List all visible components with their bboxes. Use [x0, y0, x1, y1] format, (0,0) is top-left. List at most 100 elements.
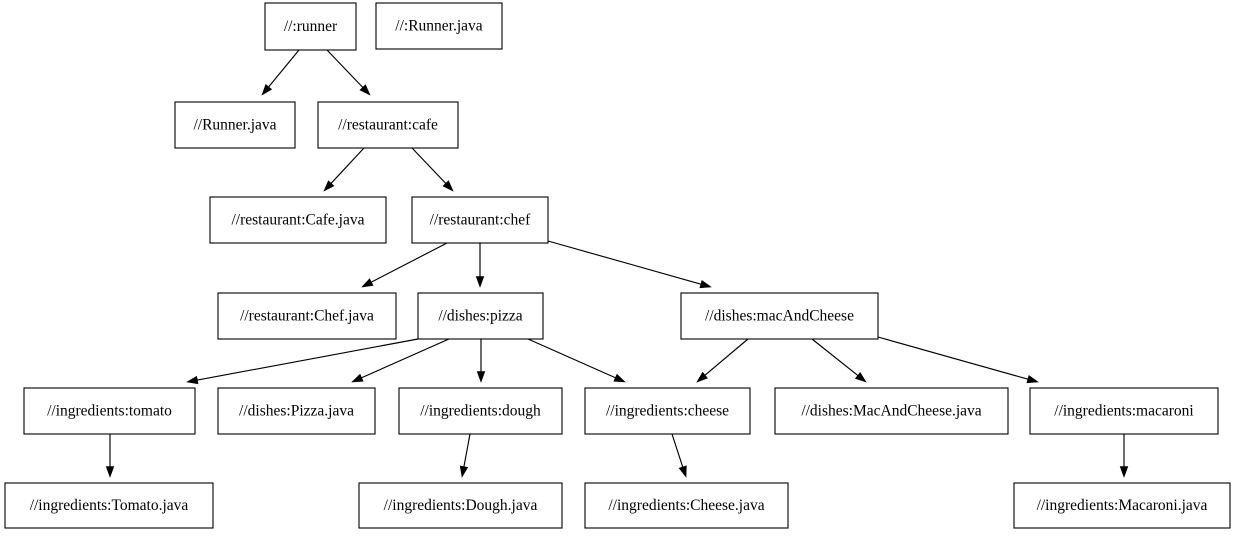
- node-box[interactable]: [584, 482, 789, 529]
- edge-arrowhead-icon: [613, 373, 626, 383]
- edge-arrowhead-icon: [459, 465, 469, 478]
- node-box[interactable]: [217, 387, 376, 435]
- graph-edge: [459, 433, 471, 478]
- graph-edge: [351, 338, 450, 383]
- edge-line: [371, 242, 448, 283]
- node-box[interactable]: [23, 387, 196, 435]
- node-label: //ingredients:Tomato.java: [30, 497, 189, 514]
- edge-line: [330, 147, 365, 184]
- node-label: //ingredients:Macaroni.java: [1037, 497, 1208, 514]
- graph-node-runner_java_root[interactable]: //:Runner.java: [375, 2, 503, 50]
- graph-node-restaurant_chef[interactable]: //restaurant:chef: [411, 196, 549, 244]
- edge-arrowhead-icon: [186, 375, 199, 385]
- graph-edge: [361, 242, 448, 288]
- node-box[interactable]: [209, 196, 387, 244]
- edge-arrowhead-icon: [476, 371, 486, 383]
- edge-line: [268, 49, 300, 88]
- graph-edge: [186, 338, 419, 385]
- node-label: //restaurant:cafe: [338, 117, 438, 134]
- graph-node-restaurant_cafe_java[interactable]: //restaurant:Cafe.java: [209, 196, 387, 244]
- node-label: //Runner.java: [193, 117, 276, 134]
- edge-arrowhead-icon: [361, 278, 374, 288]
- node-label: //restaurant:Cafe.java: [232, 212, 365, 229]
- node-box[interactable]: [584, 387, 751, 435]
- edge-arrowhead-icon: [442, 180, 454, 192]
- graph-node-ing_dough_java[interactable]: //ingredients:Dough.java: [358, 482, 563, 529]
- node-box[interactable]: [174, 101, 296, 149]
- node-box[interactable]: [680, 292, 879, 340]
- node-box[interactable]: [375, 2, 503, 50]
- graph-node-ing_cheese[interactable]: //ingredients:cheese: [584, 387, 751, 435]
- edge-arrowhead-icon: [261, 83, 273, 96]
- node-box[interactable]: [1013, 482, 1231, 529]
- node-box[interactable]: [4, 482, 214, 529]
- graph-node-ing_tomato_java[interactable]: //ingredients:Tomato.java: [4, 482, 214, 529]
- graph-edge: [547, 240, 712, 289]
- edge-line: [411, 147, 447, 184]
- graph-edge: [696, 338, 749, 383]
- edge-line: [463, 433, 471, 467]
- graph-node-dishes_mac_java[interactable]: //dishes:MacAndCheese.java: [774, 387, 1009, 435]
- graph-node-restaurant_chef_java[interactable]: //restaurant:Chef.java: [217, 292, 397, 340]
- node-label: //ingredients:Dough.java: [384, 497, 538, 514]
- edge-line: [704, 338, 749, 376]
- node-box[interactable]: [217, 292, 397, 340]
- edge-arrowhead-icon: [105, 466, 115, 478]
- graph-edge: [105, 434, 115, 478]
- graph-edge: [326, 49, 371, 96]
- node-box[interactable]: [264, 2, 357, 51]
- node-label: //ingredients:Cheese.java: [608, 497, 764, 514]
- node-label: //ingredients:macaroni: [1054, 403, 1194, 420]
- node-box[interactable]: [317, 101, 459, 149]
- graph-node-ing_dough[interactable]: //ingredients:dough: [398, 387, 563, 435]
- edge-arrowhead-icon: [696, 371, 708, 383]
- graph-node-dishes_pizza[interactable]: //dishes:pizza: [417, 292, 544, 340]
- edge-layer: [105, 49, 1129, 478]
- graph-node-restaurant_cafe[interactable]: //restaurant:cafe: [317, 101, 459, 149]
- graph-node-ing_cheese_java[interactable]: //ingredients:Cheese.java: [584, 482, 789, 529]
- graph-edge: [475, 243, 485, 288]
- graph-edge: [527, 338, 626, 383]
- edge-arrowhead-icon: [1026, 375, 1039, 384]
- node-label: //:Runner.java: [395, 18, 483, 35]
- node-box[interactable]: [417, 292, 544, 340]
- edge-line: [877, 336, 1029, 380]
- edge-arrowhead-icon: [699, 279, 712, 289]
- node-label: //ingredients:cheese: [606, 403, 729, 420]
- edge-arrowhead-icon: [678, 465, 687, 478]
- edge-line: [811, 338, 859, 376]
- edge-arrowhead-icon: [323, 180, 335, 192]
- graph-node-runner_java[interactable]: //Runner.java: [174, 101, 296, 149]
- node-box[interactable]: [358, 482, 563, 529]
- edge-line: [671, 433, 684, 468]
- graph-edge: [411, 147, 454, 192]
- edge-line: [547, 240, 702, 285]
- edge-arrowhead-icon: [854, 371, 867, 383]
- node-layer: //:runner //:Runner.java //Runner.java //re…: [4, 2, 1231, 529]
- edge-line: [361, 338, 450, 379]
- graph-edge: [811, 338, 867, 383]
- graph-edge: [476, 339, 486, 383]
- edge-line: [326, 49, 364, 88]
- graph-edge: [877, 336, 1039, 384]
- node-box[interactable]: [1029, 387, 1219, 435]
- graph-node-runner[interactable]: //:runner: [264, 2, 357, 51]
- edge-line: [197, 338, 419, 381]
- node-box[interactable]: [398, 387, 563, 435]
- edge-arrowhead-icon: [359, 84, 371, 96]
- graph-node-ing_macaroni[interactable]: //ingredients:macaroni: [1029, 387, 1219, 435]
- node-label: //restaurant:Chef.java: [240, 308, 374, 325]
- node-box[interactable]: [774, 387, 1009, 435]
- edge-arrowhead-icon: [475, 276, 485, 288]
- graph-node-dishes_macandcheese[interactable]: //dishes:macAndCheese: [680, 292, 879, 340]
- node-box[interactable]: [411, 196, 549, 244]
- graph-node-ing_tomato[interactable]: //ingredients:tomato: [23, 387, 196, 435]
- graph-node-ing_macaroni_java[interactable]: //ingredients:Macaroni.java: [1013, 482, 1231, 529]
- node-label: //restaurant:chef: [430, 212, 532, 229]
- graph-node-dishes_pizza_java[interactable]: //dishes:Pizza.java: [217, 387, 376, 435]
- node-label: //:runner: [284, 18, 338, 35]
- edge-arrowhead-icon: [1119, 466, 1129, 478]
- graph-edge: [261, 49, 300, 96]
